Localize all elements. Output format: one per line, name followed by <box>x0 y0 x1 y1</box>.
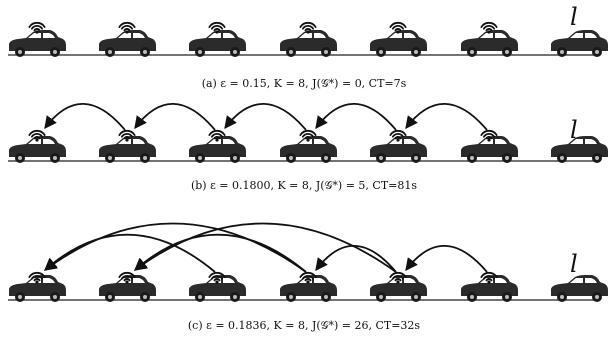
wifi-icon <box>389 21 407 34</box>
car-icon <box>551 275 608 302</box>
link-arc <box>224 103 307 131</box>
wifi-icon <box>28 129 46 142</box>
car-row <box>9 30 608 57</box>
link-arc <box>43 222 307 273</box>
wifi-row <box>28 271 498 284</box>
wifi-icon <box>389 271 407 284</box>
link-arc <box>44 103 126 131</box>
end-label: l <box>570 250 578 278</box>
wifi-icon <box>118 271 136 284</box>
car-icon <box>370 30 427 57</box>
car-icon <box>280 275 337 302</box>
wifi-icon <box>28 21 46 34</box>
wifi-icon <box>208 129 226 142</box>
wifi-icon <box>480 129 498 142</box>
car-icon <box>461 136 518 163</box>
wifi-icon <box>208 271 226 284</box>
panel-caption: (a) ε = 0.15, K = 8, J(𝒢*) = 0, CT=7s <box>202 77 407 90</box>
wifi-row <box>28 129 498 142</box>
wifi-icon <box>118 21 136 34</box>
link-arc <box>405 103 488 131</box>
car-icon <box>9 30 66 57</box>
car-icon <box>280 30 337 57</box>
wifi-icon <box>208 21 226 34</box>
panel-caption: (c) ε = 0.1836, K = 8, J(𝒢*) = 26, CT=32… <box>188 319 421 332</box>
car-row <box>9 275 608 302</box>
wifi-icon <box>389 129 407 142</box>
car-icon <box>189 136 246 163</box>
link-arc <box>134 233 307 273</box>
wifi-icon <box>480 21 498 34</box>
wifi-icon <box>480 271 498 284</box>
car-icon <box>99 136 156 163</box>
wifi-icon <box>299 271 317 284</box>
wifi-icon <box>299 129 317 142</box>
link-arcs <box>43 222 488 273</box>
link-arc <box>405 245 488 273</box>
car-icon <box>189 30 246 57</box>
panel-b: l (b) ε = 0.1800, K = 8, J(𝒢*) = 5, CT=8… <box>8 103 608 192</box>
car-icon <box>189 275 246 302</box>
wifi-icon <box>28 271 46 284</box>
car-icon <box>9 136 66 163</box>
end-label: l <box>570 116 578 144</box>
wifi-icon <box>299 21 317 34</box>
car-icon <box>280 136 337 163</box>
panel-a: l (a) ε = 0.15, K = 8, J(𝒢*) = 0, CT=7s <box>8 3 608 90</box>
car-icon <box>370 136 427 163</box>
link-arc <box>315 245 397 273</box>
link-arc <box>133 222 397 273</box>
car-icon <box>461 30 518 57</box>
car-icon <box>99 275 156 302</box>
panel-caption: (b) ε = 0.1800, K = 8, J(𝒢*) = 5, CT=81s <box>191 179 417 192</box>
car-icon <box>99 30 156 57</box>
link-arc <box>44 233 216 273</box>
panel-c: l (c) ε = 0.1836, K = 8, J(𝒢*) = 26, CT=… <box>8 222 608 332</box>
car-row <box>9 136 608 163</box>
end-label: l <box>570 3 578 31</box>
car-icon <box>551 136 608 163</box>
wifi-icon <box>118 129 136 142</box>
link-arc <box>134 103 216 131</box>
link-arcs <box>44 103 488 131</box>
wifi-row <box>28 21 498 34</box>
car-icon <box>551 30 608 57</box>
link-arc <box>315 103 397 131</box>
